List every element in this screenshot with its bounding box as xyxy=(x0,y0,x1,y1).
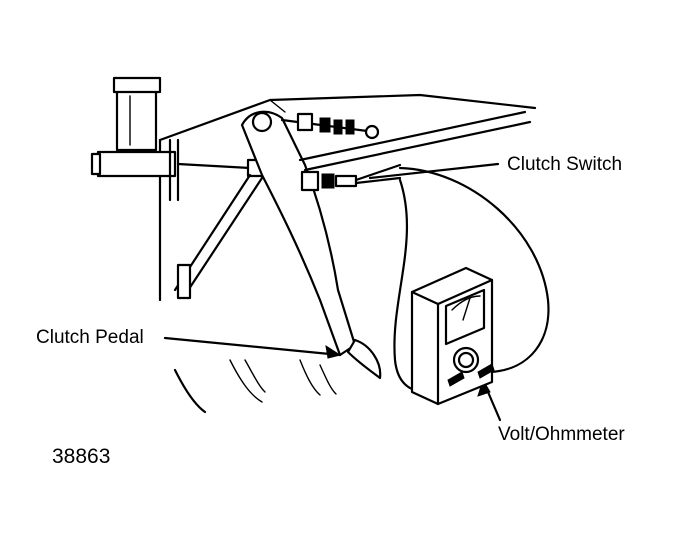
clutch-pedal-arm xyxy=(240,110,382,380)
clutch-pedal-label: Clutch Pedal xyxy=(36,327,144,348)
pedal-bracket xyxy=(173,173,264,300)
clutch-switch-label: Clutch Switch xyxy=(507,154,623,175)
spring-assembly xyxy=(280,112,380,140)
master-cylinder xyxy=(90,76,180,202)
volt-ohmmeter-label: Volt/Ohmmeter xyxy=(498,424,625,445)
volt-ohmmeter xyxy=(410,266,495,406)
figure-number: 38863 xyxy=(52,445,111,468)
leader-lines xyxy=(163,162,502,422)
clutch-switch xyxy=(298,110,532,192)
